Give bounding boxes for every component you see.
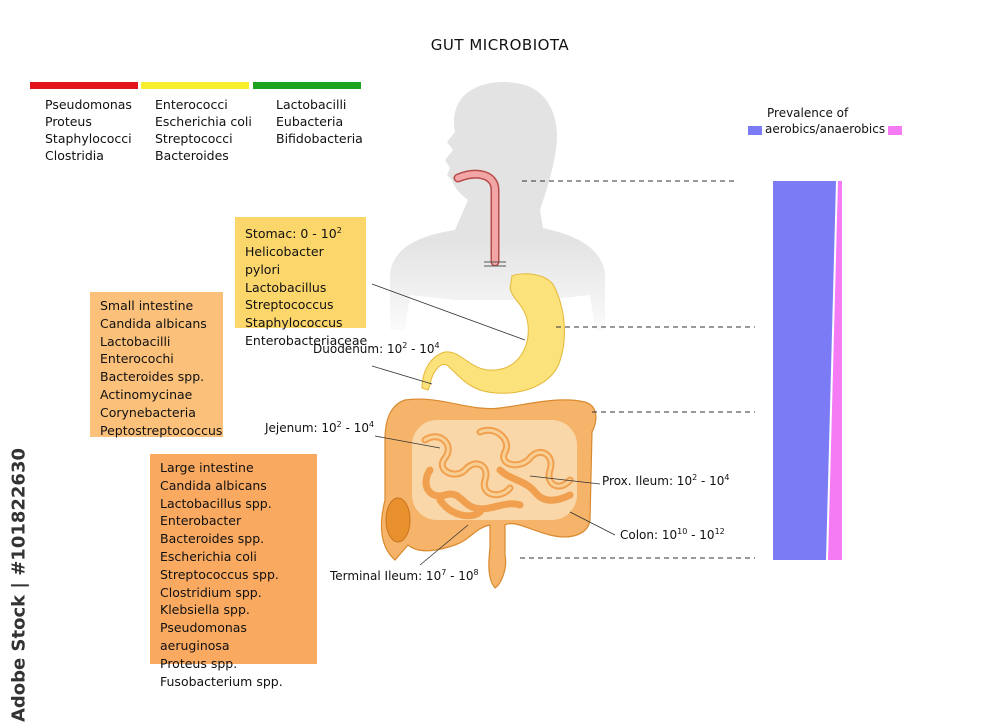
color-bar-green xyxy=(253,82,361,89)
list-item: Enterobacteriaceae xyxy=(245,332,368,348)
list-item: Candida albicans xyxy=(160,477,267,493)
list-item: Bifidobacteria xyxy=(276,131,363,146)
list-item: Helicobacter pylori xyxy=(245,243,324,277)
duodenum-label: Duodenum: 102 - 104 xyxy=(313,341,440,356)
list-item: Enterococci xyxy=(155,97,228,112)
list-item: Clostridia xyxy=(45,148,104,163)
list-item: Lactobacilli xyxy=(100,333,171,349)
terminal-ileum-label: Terminal Ileum: 107 - 108 xyxy=(330,568,479,583)
list-item: Corynebacteria xyxy=(100,404,196,420)
cecum xyxy=(385,497,411,543)
legend-swatch-aerobic xyxy=(748,126,762,135)
stock-watermark: Adobe Stock | #101822630 xyxy=(8,447,30,722)
large-intestine-box: Large intestine Candida albicans Lactoba… xyxy=(150,454,317,689)
list-item: Streptococci xyxy=(155,131,233,146)
list-item: Bacteroides spp. xyxy=(160,531,265,547)
legend-swatch-anaerobic xyxy=(888,126,902,135)
list-item: Fusobacterium spp. xyxy=(160,673,283,689)
list-item: Escherichia coli xyxy=(160,548,257,564)
stomach-box-line: Stomac: 0 - 102 xyxy=(245,226,342,242)
stomach-box: Stomac: 0 - 102 Helicobacter pylori Lact… xyxy=(235,217,367,348)
list-item: Small intestine xyxy=(100,298,194,313)
small-intestine-box: Small intestine Candida albicans Lactoba… xyxy=(90,292,223,438)
list-item: Pseudomonas aeruginosa xyxy=(160,620,247,653)
list-item: Peptostreptococcus xyxy=(100,422,223,438)
list-item: Staphylococci xyxy=(45,131,132,146)
list-item: Lactobacillus xyxy=(245,279,327,295)
level-lines xyxy=(520,180,755,559)
color-bar-red xyxy=(30,82,138,89)
list-item: Staphylococcus xyxy=(245,315,343,331)
prox-ileum-label: Prox. Ileum: 102 - 104 xyxy=(602,473,730,488)
list-item: Enterobacter xyxy=(160,513,242,529)
colon-label: Colon: 1010 - 1012 xyxy=(620,527,725,542)
list-item: Streptococcus spp. xyxy=(160,566,279,582)
page-title: GUT MICROBIOTA xyxy=(430,36,570,54)
list-item: Eubacteria xyxy=(276,114,344,129)
list-item: Actinomycinae xyxy=(100,386,193,402)
list-item: Klebsiella spp. xyxy=(160,602,250,618)
list-item: Proteus spp. xyxy=(160,655,238,671)
list-item: Streptococcus xyxy=(245,297,334,313)
list-item: Enterocochi xyxy=(100,351,174,367)
legend-label: aerobics/anaerobics xyxy=(765,122,886,136)
list-item: Bacteroides xyxy=(155,148,229,163)
group-list-green: Lactobacilli Eubacteria Bifidobacteria xyxy=(276,96,363,147)
color-bar-yellow xyxy=(141,82,249,89)
leader-lines xyxy=(371,283,616,566)
list-item: Escherichia coli xyxy=(155,114,252,129)
list-item: Pseudomonas xyxy=(45,97,132,112)
list-item: Candida albicans xyxy=(100,315,207,331)
list-item: Lactobacillus spp. xyxy=(160,495,272,511)
legend-title: Prevalence of xyxy=(767,106,849,120)
list-item: Clostridium spp. xyxy=(160,584,262,600)
group-list-yellow: Enterococci Escherichia coli Streptococc… xyxy=(155,96,252,164)
jejenum-label: Jejenum: 102 - 104 xyxy=(265,420,375,435)
list-item: Proteus xyxy=(45,114,92,129)
list-item: Bacteroides spp. xyxy=(100,369,205,385)
group-list-red: Pseudomonas Proteus Staphylococci Clostr… xyxy=(45,96,132,164)
list-item: Lactobacilli xyxy=(276,97,347,112)
gut-illustration xyxy=(371,82,842,589)
list-item: Large intestine xyxy=(160,460,254,475)
stomach xyxy=(421,273,565,394)
